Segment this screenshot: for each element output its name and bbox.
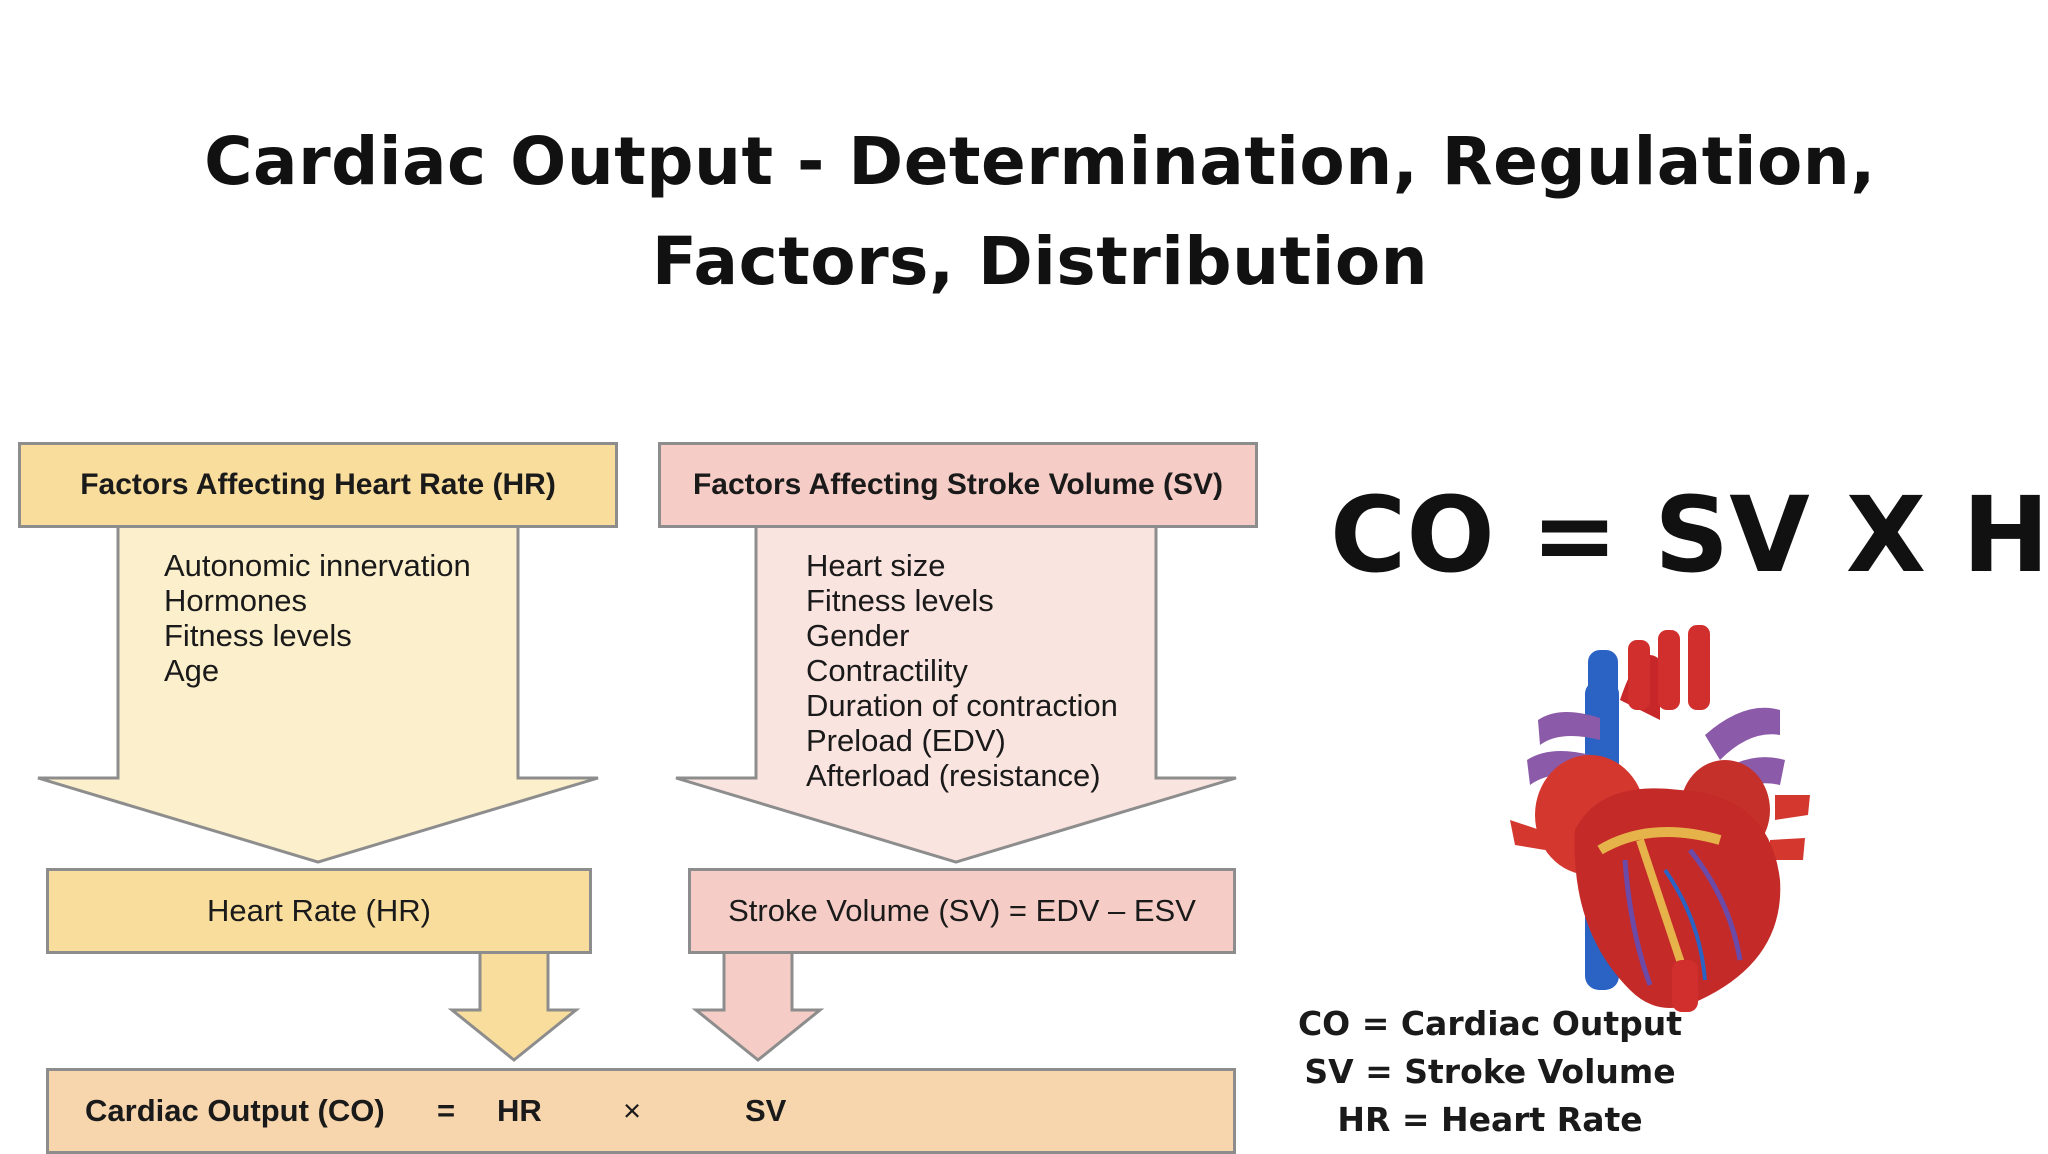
stroke-volume-label: Stroke Volume (SV) = EDV – ESV xyxy=(728,893,1196,928)
sv-factor-item: Heart size xyxy=(806,548,946,583)
heart-rate-box: Heart Rate (HR) xyxy=(46,868,592,954)
stroke-volume-box: Stroke Volume (SV) = EDV – ESV xyxy=(688,868,1236,954)
co-sv: SV xyxy=(745,1093,787,1128)
heart-rate-label: Heart Rate (HR) xyxy=(207,893,431,928)
sv-to-co-arrow xyxy=(691,943,825,1062)
co-times: × xyxy=(623,1093,642,1128)
hr-factor-item: Fitness levels xyxy=(164,618,352,653)
sv-factor-item: Fitness levels xyxy=(806,583,994,618)
sv-factor-item: Preload (EDV) xyxy=(806,723,1006,758)
sv-factor-item: Afterload (resistance) xyxy=(806,758,1101,793)
heart-illustration xyxy=(1510,625,1810,1012)
sv-factors-header-label: Factors Affecting Stroke Volume (SV) xyxy=(692,468,1224,501)
hr-factor-item: Autonomic innervation xyxy=(164,548,471,583)
cardiac-output-box: Cardiac Output (CO) = HR × SV xyxy=(46,1068,1236,1154)
sv-factor-item: Duration of contraction xyxy=(806,688,1118,723)
legend-item: CO = Cardiac Output xyxy=(1297,1004,1683,1043)
page-title: Cardiac Output - Determination, Regulati… xyxy=(204,123,1876,300)
sv-factors-header: Factors Affecting Stroke Volume (SV) xyxy=(658,442,1258,528)
hr-factors-arrow xyxy=(37,523,599,864)
co-equals: = xyxy=(437,1093,456,1128)
hr-factors-header: Factors Affecting Heart Rate (HR) xyxy=(18,442,618,528)
abbreviation-legend: CO = Cardiac Output SV = Stroke Volume H… xyxy=(1280,1000,1700,1144)
co-label: Cardiac Output (CO) xyxy=(85,1093,385,1128)
legend-item: HR = Heart Rate xyxy=(1337,1100,1643,1139)
sv-factor-item: Contractility xyxy=(806,653,968,688)
hr-factors-list: Autonomic innervation Hormones Fitness l… xyxy=(164,548,471,688)
legend-item: SV = Stroke Volume xyxy=(1304,1052,1676,1091)
sv-factors-list: Heart size Fitness levels Gender Contrac… xyxy=(806,548,1118,793)
hr-factor-item: Hormones xyxy=(164,583,307,618)
sv-factor-item: Gender xyxy=(806,618,910,653)
hr-to-co-arrow xyxy=(447,943,581,1062)
hr-factors-header-label: Factors Affecting Heart Rate (HR) xyxy=(80,468,556,501)
co-hr: HR xyxy=(497,1093,542,1128)
sv-factors-arrow xyxy=(675,523,1237,864)
hr-factor-item: Age xyxy=(164,653,220,688)
cardiac-output-formula: CO = SV X HR xyxy=(1330,474,2048,596)
